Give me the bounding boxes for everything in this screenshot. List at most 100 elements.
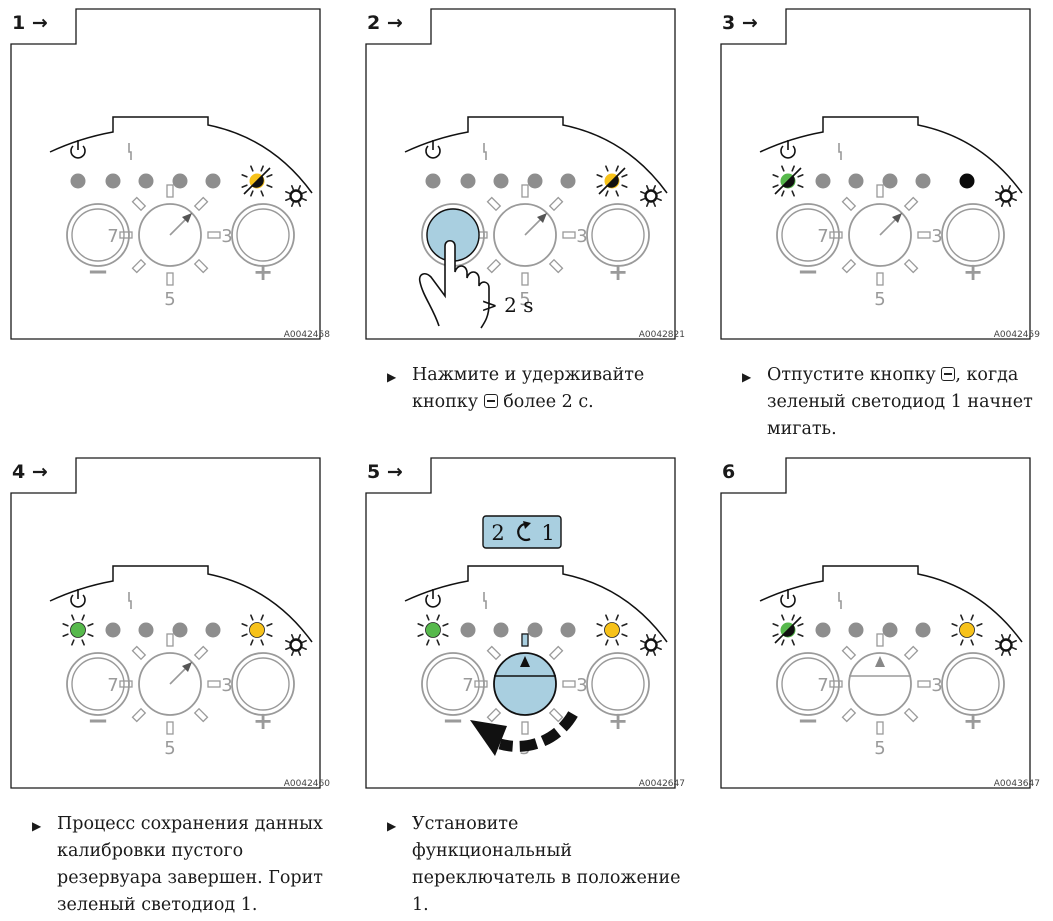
led-off [460, 173, 476, 189]
switch-position-mark [166, 272, 174, 286]
badge-box [482, 515, 562, 549]
minus-button-inner [781, 208, 835, 262]
sun-ray [285, 190, 291, 195]
switch-position-mark [131, 707, 147, 723]
knob-arrowhead [537, 213, 547, 223]
led-on [425, 622, 441, 638]
sun-ray [656, 639, 662, 644]
led-blink-half [251, 175, 264, 188]
led-off [105, 173, 121, 189]
led-ray [615, 614, 619, 621]
sun-ray [301, 197, 307, 202]
led-off [527, 622, 543, 638]
minus-button-inner [71, 208, 125, 262]
sun-core [289, 638, 303, 652]
led-ray [260, 190, 264, 197]
sun-ray [290, 650, 295, 656]
plus-label: + [963, 707, 983, 735]
switch-position-mark [548, 196, 564, 212]
switch-number-7: 7 [817, 226, 828, 247]
led-ray [605, 165, 609, 172]
led-ray [442, 623, 449, 627]
led-ray [266, 184, 273, 188]
switch-position-mark [903, 707, 919, 723]
step-label: 5 → [367, 461, 403, 483]
minus-button-inner [426, 657, 480, 711]
step-label: 1 → [12, 12, 48, 34]
switch-position-mark [876, 721, 884, 735]
housing-outline [404, 116, 668, 194]
sun-ray [652, 201, 657, 207]
plus-button [941, 203, 1005, 267]
led-on [604, 622, 620, 638]
plus-label: + [253, 707, 273, 735]
led-ray [260, 165, 264, 172]
switch-position-mark [131, 645, 147, 661]
rotary-switch: 735 [462, 184, 588, 310]
led-ray [436, 614, 440, 621]
led-ray [260, 639, 264, 646]
figure-code: A0042821 [638, 330, 685, 340]
sun-ray [656, 646, 662, 651]
switch-position-mark [131, 258, 147, 274]
led-off [815, 173, 831, 189]
sun-ray [645, 650, 650, 656]
led-blink-slash [774, 167, 802, 195]
minus-label: − [797, 257, 819, 287]
fault-icon [128, 143, 132, 160]
led-ray [791, 190, 795, 197]
sun-icon [285, 634, 307, 656]
led-ray [621, 633, 628, 637]
led-ray [797, 633, 804, 637]
led-ray [87, 623, 94, 627]
sun-ray [297, 650, 302, 656]
sun-core [644, 189, 658, 203]
sun-ray [1000, 201, 1005, 207]
switch-position-mark [474, 680, 488, 688]
led-ray [976, 623, 983, 627]
switch-number-5: 5 [519, 289, 530, 310]
switch-position-mark [917, 231, 931, 239]
caption-text: , когда [955, 365, 1019, 385]
plus-button-inner [946, 657, 1000, 711]
sun-ray [652, 634, 657, 640]
plus-label: + [253, 258, 273, 286]
figure-code: A0042458 [283, 330, 330, 340]
led-off [172, 622, 188, 638]
led-ray [417, 633, 424, 637]
switch-position-mark [486, 258, 502, 274]
led-off [138, 622, 154, 638]
minus-button [66, 652, 130, 716]
minus-button-icon [483, 394, 498, 408]
switch-position-mark [521, 272, 529, 286]
sun-ray [652, 185, 657, 191]
led-ray [436, 639, 440, 646]
fault-icon [838, 592, 842, 609]
frame [720, 8, 1031, 340]
led-ray [266, 623, 273, 627]
led-off [560, 622, 576, 638]
switch-position-mark [876, 184, 884, 198]
minus-label: − [87, 706, 109, 736]
plus-button [941, 652, 1005, 716]
badge-to-position: 1 [541, 521, 554, 545]
led-off [848, 622, 864, 638]
switch-number-3: 3 [931, 226, 942, 247]
led-blink-slash [243, 167, 271, 195]
plus-label: + [963, 258, 983, 286]
switch-number-3: 3 [221, 675, 232, 696]
caption-text: Отпустите кнопку [767, 365, 936, 385]
led-ray [772, 623, 779, 627]
led-ray [772, 174, 779, 178]
minus-button [421, 652, 485, 716]
led-off [527, 173, 543, 189]
switch-position-mark [193, 645, 209, 661]
sun-icon [285, 185, 307, 207]
led-ray [605, 190, 609, 197]
plus-button-inner [946, 208, 1000, 262]
led-ray [781, 614, 785, 621]
frame [10, 457, 321, 789]
